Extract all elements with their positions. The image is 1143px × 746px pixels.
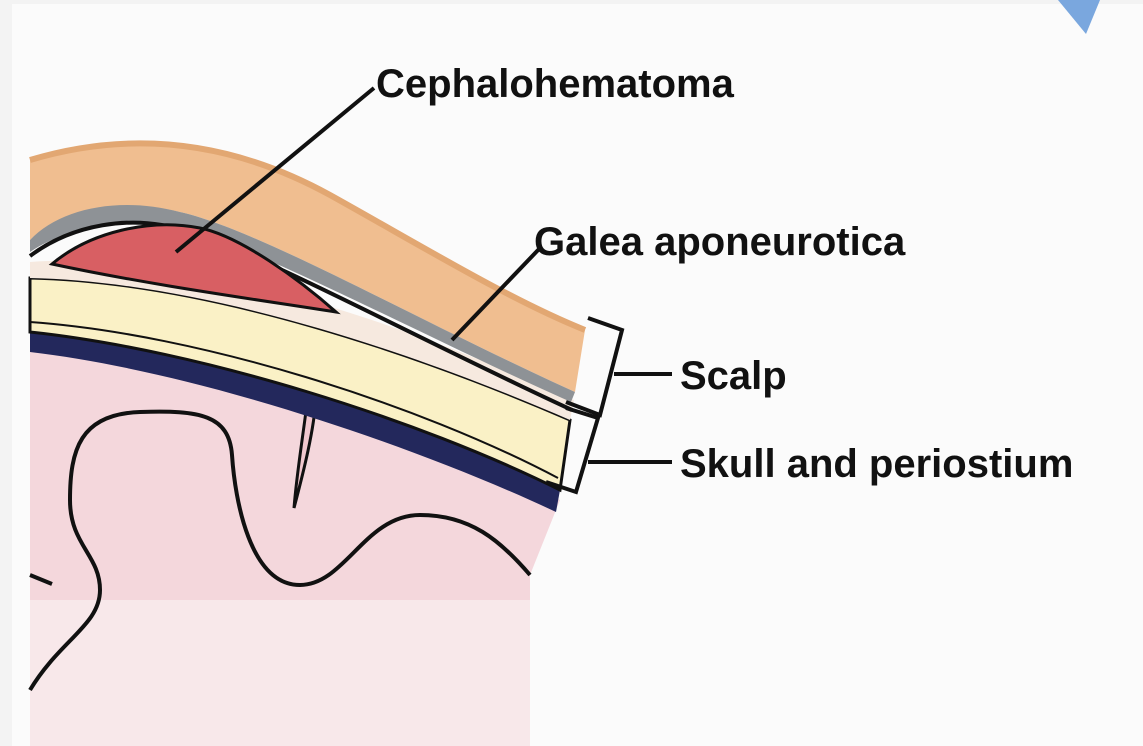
brain-tissue-light [30, 600, 530, 746]
label-cephalohematoma: Cephalohematoma [376, 62, 735, 106]
label-galea-aponeurotica: Galea aponeurotica [534, 220, 906, 264]
label-skull-and-periostium: Skull and periostium [680, 442, 1073, 486]
label-scalp: Scalp [680, 354, 787, 398]
